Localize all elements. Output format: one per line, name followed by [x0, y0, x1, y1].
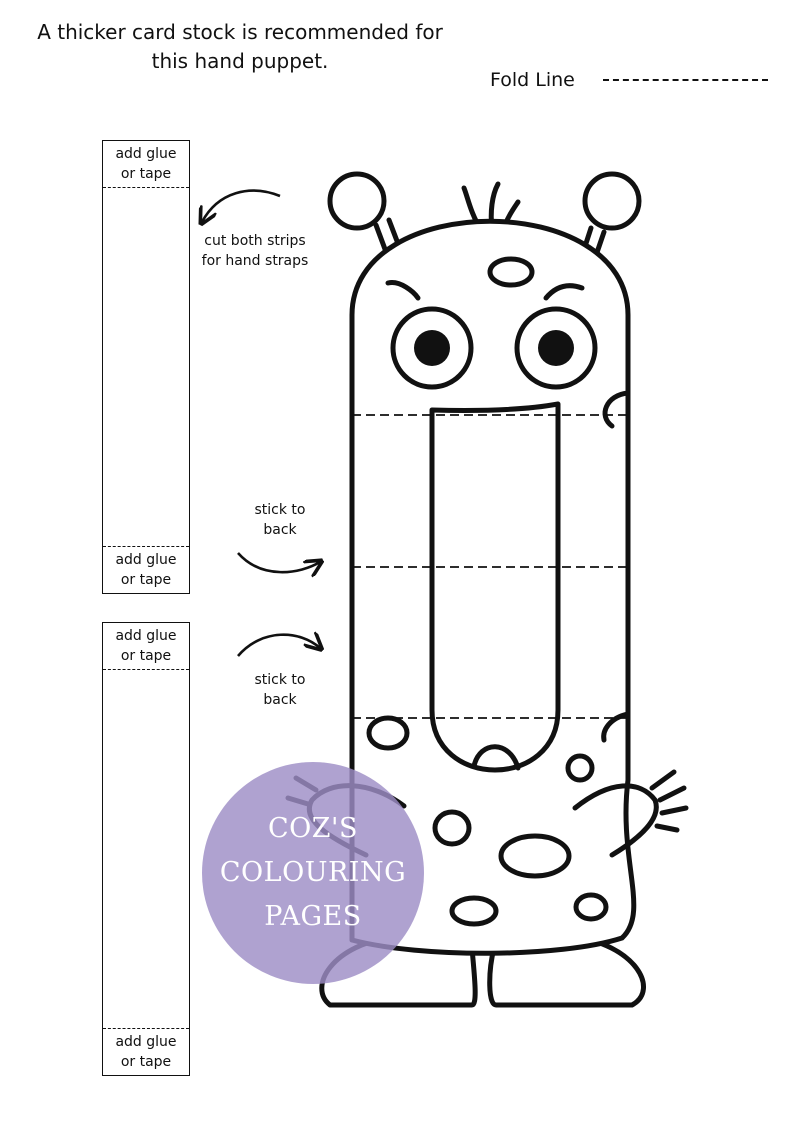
- fold-line-legend: Fold Line: [490, 68, 768, 92]
- note-line-1: A thicker card stock is recommended for: [37, 20, 443, 44]
- curved-arrow-icon: [202, 189, 281, 222]
- fold-line-label: Fold Line: [490, 69, 575, 91]
- curved-arrow-icon: [237, 635, 320, 657]
- fold-line-sample: [602, 79, 768, 81]
- watermark-line-2: COLOURING: [219, 857, 407, 888]
- instructions-note: A thicker card stock is recommended for …: [20, 18, 460, 76]
- fold-lines: [352, 414, 628, 719]
- note-line-2: this hand puppet.: [151, 49, 329, 73]
- watermark-seal: COZ'S COLOURING PAGES: [202, 762, 424, 984]
- watermark-line-1: COZ'S: [268, 813, 358, 844]
- curved-arrow-icon: [237, 552, 320, 572]
- monster-puppet-illustration: [285, 171, 689, 1008]
- watermark-line-3: PAGES: [264, 901, 362, 932]
